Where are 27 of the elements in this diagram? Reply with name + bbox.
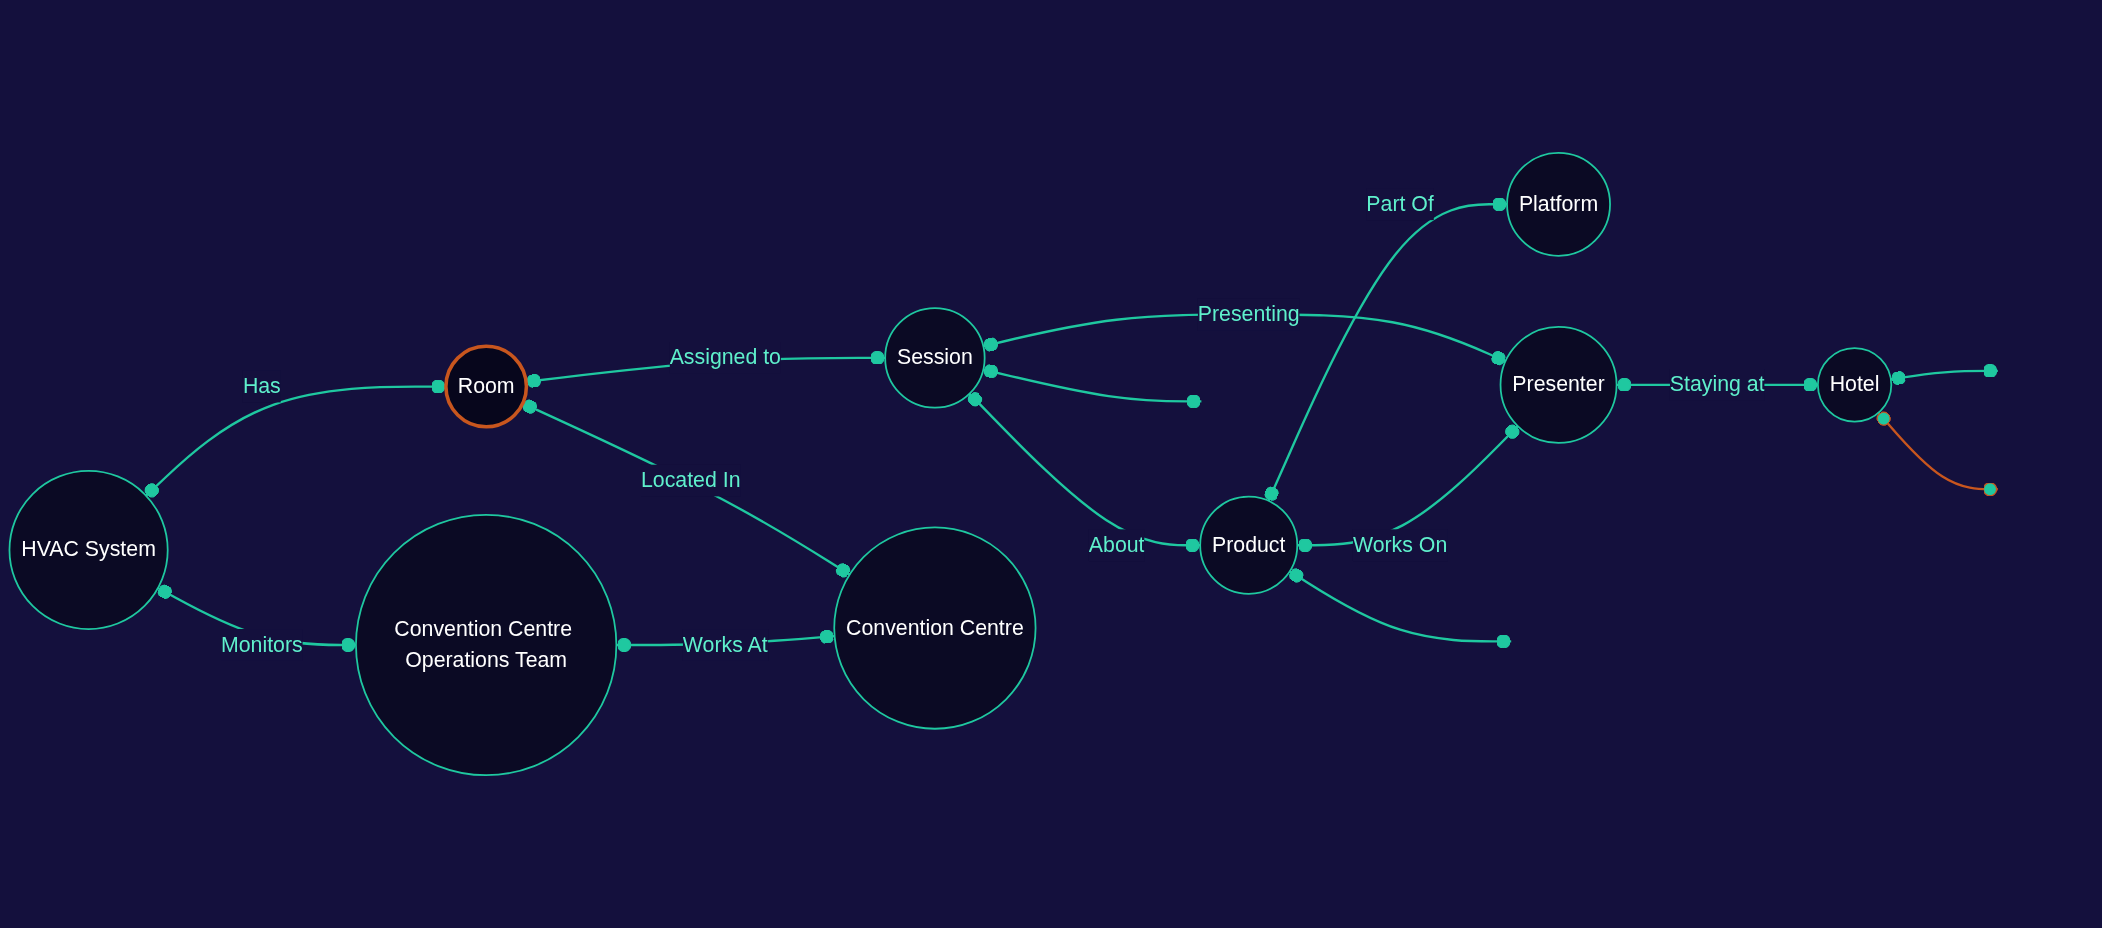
- edge-label: About: [1088, 532, 1145, 557]
- connector: [144, 379, 446, 498]
- node-circle: HVAC System: [8, 469, 169, 630]
- edge-label: Staying at: [1669, 372, 1765, 397]
- connector: [1890, 363, 1998, 386]
- node-circle: Convention Centre: [833, 526, 1037, 730]
- edge-label: Part Of: [1366, 191, 1434, 216]
- edge-label: Presenting: [1197, 301, 1300, 326]
- node-circle: Room: [444, 344, 529, 429]
- connector: [967, 392, 1201, 553]
- node-circle: Platform: [1506, 151, 1611, 257]
- edge-label: Monitors: [220, 632, 303, 657]
- node-circle: Hotel: [1817, 347, 1893, 423]
- connector: [1876, 411, 1998, 497]
- edge-label: Works At: [682, 632, 768, 657]
- edge-label: Located In: [640, 468, 741, 492]
- node-circle: Presenter: [1499, 325, 1618, 444]
- connector: [522, 399, 851, 578]
- node-circle: Session: [884, 307, 986, 409]
- node-circle: Convention Centre Operations Team: [355, 513, 618, 777]
- edge-label: Works On: [1352, 532, 1448, 557]
- edge-label: Has: [242, 374, 281, 398]
- connector: [1289, 568, 1512, 649]
- connector: [983, 364, 1202, 409]
- connector: [1264, 197, 1508, 502]
- edge-label: Assigned to: [669, 345, 781, 370]
- node-circle: Product: [1199, 495, 1299, 595]
